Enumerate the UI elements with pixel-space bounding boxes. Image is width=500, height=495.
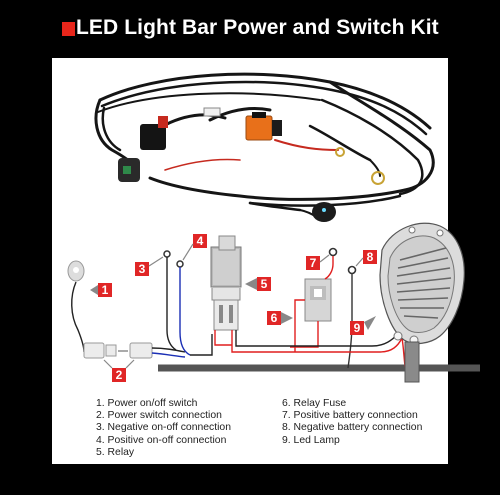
callout-7: 7 (306, 254, 330, 270)
callout-8: 8 (355, 250, 377, 267)
legend-item: 5. Relay (96, 446, 135, 458)
legend-item: 3. Negative on-off connection (96, 422, 231, 434)
relay-diagram (190, 235, 295, 356)
connector-photo (118, 158, 140, 182)
callout-2-label: 2 (116, 368, 123, 382)
title-red-mark (62, 22, 75, 36)
callout-9: 9 (350, 316, 376, 335)
callout-6-label: 6 (271, 311, 278, 325)
legend-item: 8. Negative battery connection (282, 422, 423, 434)
switch-diagram (67, 260, 85, 353)
legend-item: 9. Led Lamp (282, 434, 340, 446)
callout-1-label: 1 (102, 283, 109, 297)
on-off-wires (163, 250, 191, 356)
callout-4-label: 4 (197, 234, 204, 248)
switch-connector-diagram (83, 342, 186, 359)
callout-3-label: 3 (139, 262, 146, 276)
callout-1: 1 (90, 283, 112, 297)
legend-item: 1. Power on/off switch (96, 398, 198, 409)
legend-item: 6. Relay Fuse (282, 398, 347, 409)
callout-6: 6 (267, 311, 293, 325)
callout-3: 3 (135, 256, 164, 276)
ring-terminals-photo (335, 147, 385, 185)
legend-right: 6. Relay Fuse 7. Positive battery connec… (282, 398, 422, 447)
led-lamp-diagram (379, 222, 465, 383)
harness-photo (94, 72, 435, 212)
legend-item: 7. Positive battery connection (282, 410, 418, 422)
relay-fuse-diagram (290, 278, 332, 352)
fuse-holder-photo (140, 107, 221, 150)
callout-5: 5 (245, 277, 271, 291)
callout-5-label: 5 (261, 277, 268, 291)
legend-item: 2. Power switch connection (96, 410, 222, 422)
callout-8-label: 8 (367, 250, 374, 264)
callout-7-label: 7 (310, 256, 317, 270)
callout-4: 4 (182, 234, 207, 261)
legend-item: 4. Positive on-off connection (96, 434, 227, 446)
page-title: LED Light Bar Power and Switch Kit (76, 16, 439, 39)
callout-9-label: 9 (354, 321, 361, 335)
legend-left: 1. Power on/off switch 2. Power switch c… (96, 398, 231, 459)
callout-2: 2 (103, 359, 135, 382)
relay-photo (245, 112, 282, 141)
header: LED Light Bar Power and Switch Kit (0, 0, 500, 58)
switch-photo (299, 202, 336, 222)
